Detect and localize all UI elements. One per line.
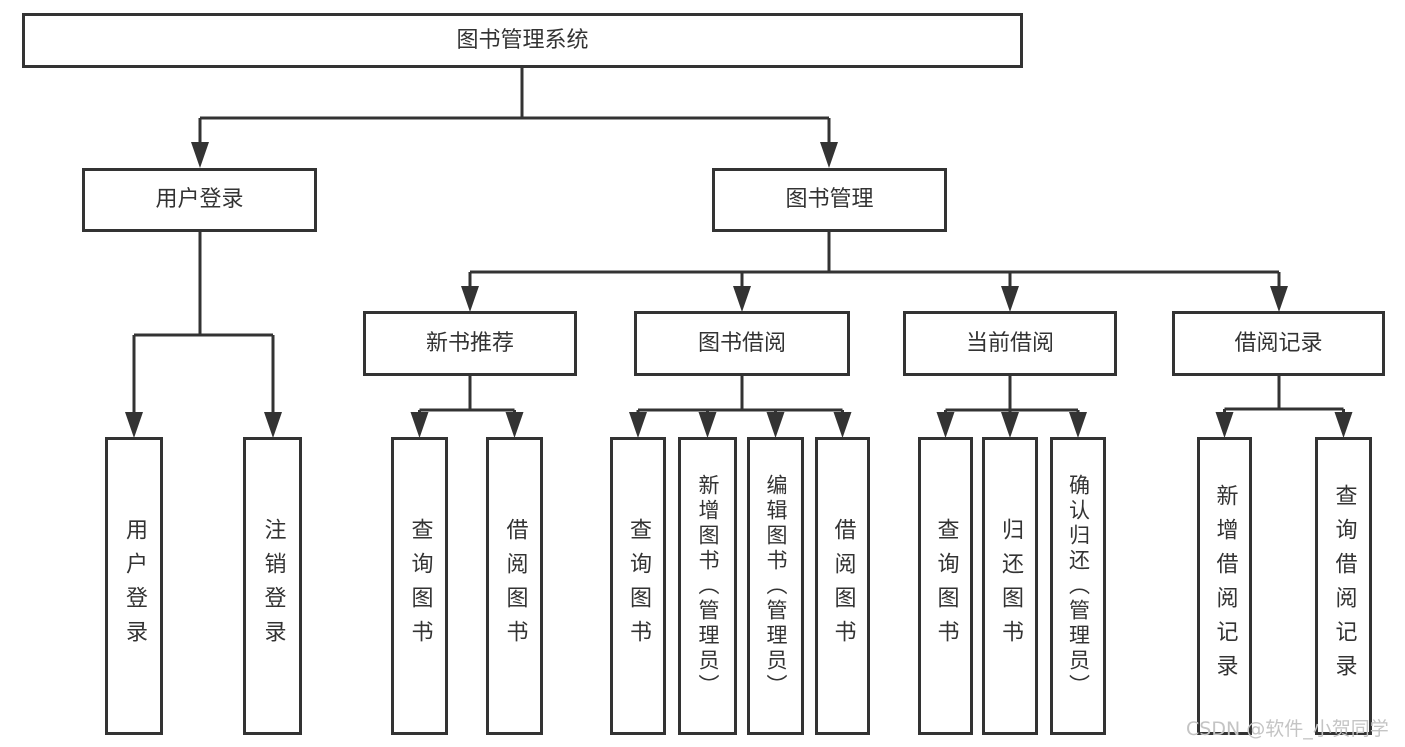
leaf-borrow-books-recommend-label: 借阅图书 xyxy=(502,518,528,654)
node-system-label: 图书管理系统 xyxy=(456,27,589,53)
leaf-borrow-books-recommend: 借阅图书 xyxy=(486,437,543,735)
arrowhead-icons xyxy=(125,142,1353,438)
leaf-logout-label: 注销登录 xyxy=(260,518,286,654)
node-user-login-label: 用户登录 xyxy=(155,187,244,212)
leaf-query-borrow-record-label: 查询借阅记录 xyxy=(1331,484,1357,688)
leaf-query-books-current: 查询图书 xyxy=(918,437,973,735)
node-book-borrow-label: 图书借阅 xyxy=(697,330,786,356)
leaf-query-books-borrow: 查询图书 xyxy=(610,437,666,735)
leaf-borrow-books-2-label: 借阅图书 xyxy=(830,518,856,654)
node-borrow-records-label: 借阅记录 xyxy=(1234,330,1323,356)
leaf-user-login-label: 用户登录 xyxy=(122,518,147,654)
leaf-return-book: 归还图书 xyxy=(982,437,1038,735)
csdn-watermark: CSDN @软件_小贺同学 xyxy=(1186,718,1389,740)
node-current-borrow-label: 当前借阅 xyxy=(965,330,1054,356)
leaf-query-books-current-label: 查询图书 xyxy=(933,518,959,654)
leaf-add-book-admin: 新增图书（管理员） xyxy=(678,437,737,735)
leaf-query-books-recommend-label: 查询图书 xyxy=(407,518,433,654)
node-book-management-label: 图书管理 xyxy=(785,187,874,212)
leaf-query-borrow-record: 查询借阅记录 xyxy=(1315,437,1372,735)
node-new-book-recommend: 新书推荐 xyxy=(363,311,577,376)
leaf-logout: 注销登录 xyxy=(243,437,302,735)
leaf-edit-book-admin: 编辑图书（管理员） xyxy=(747,437,804,735)
node-new-book-recommend-label: 新书推荐 xyxy=(425,330,514,356)
leaf-edit-book-admin-label: 编辑图书（管理员） xyxy=(764,473,788,699)
leaf-confirm-return-admin-label: 确认归还（管理员） xyxy=(1066,473,1091,699)
node-borrow-records: 借阅记录 xyxy=(1172,311,1385,376)
leaf-user-login: 用户登录 xyxy=(105,437,163,735)
leaf-add-book-admin-label: 新增图书（管理员） xyxy=(696,473,720,699)
node-system: 图书管理系统 xyxy=(22,13,1023,68)
leaf-return-book-label: 归还图书 xyxy=(998,518,1023,654)
leaf-confirm-return-admin: 确认归还（管理员） xyxy=(1050,437,1106,735)
node-current-borrow: 当前借阅 xyxy=(903,311,1117,376)
node-user-login: 用户登录 xyxy=(82,168,317,232)
leaf-add-borrow-record-label: 新增借阅记录 xyxy=(1212,484,1238,688)
leaf-borrow-books-2: 借阅图书 xyxy=(815,437,870,735)
leaf-query-books-borrow-label: 查询图书 xyxy=(626,518,651,654)
node-book-borrow: 图书借阅 xyxy=(634,311,850,376)
leaf-add-borrow-record: 新增借阅记录 xyxy=(1197,437,1252,735)
node-book-management: 图书管理 xyxy=(712,168,947,232)
leaf-query-books-recommend: 查询图书 xyxy=(391,437,448,735)
